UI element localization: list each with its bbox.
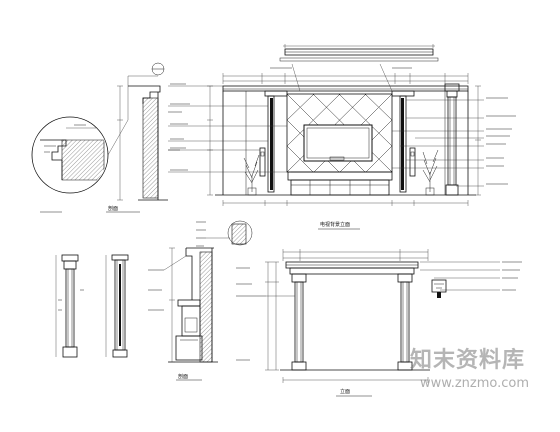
cornice-detail-top bbox=[279, 44, 439, 62]
left-section-caption: 剖面 bbox=[108, 205, 118, 212]
column-elevations bbox=[55, 254, 129, 358]
main-elevation-caption: 电视背景立面 bbox=[320, 221, 350, 228]
arch-elevation: 立面 bbox=[236, 249, 522, 397]
watermark: 知末资料库 www.znzmo.com bbox=[392, 312, 560, 432]
fireplace-section: 剖面 bbox=[148, 220, 253, 381]
watermark-url: www.znzmo.com bbox=[420, 376, 530, 391]
arch-elevation-caption: 立面 bbox=[340, 388, 350, 395]
middle-section-caption: 剖面 bbox=[178, 373, 188, 380]
watermark-site-name: 知末资料库 bbox=[410, 348, 526, 373]
tv-wall-elevation: 电视背景立面 bbox=[168, 63, 516, 230]
wall-section-left: 剖面 bbox=[31, 62, 182, 213]
